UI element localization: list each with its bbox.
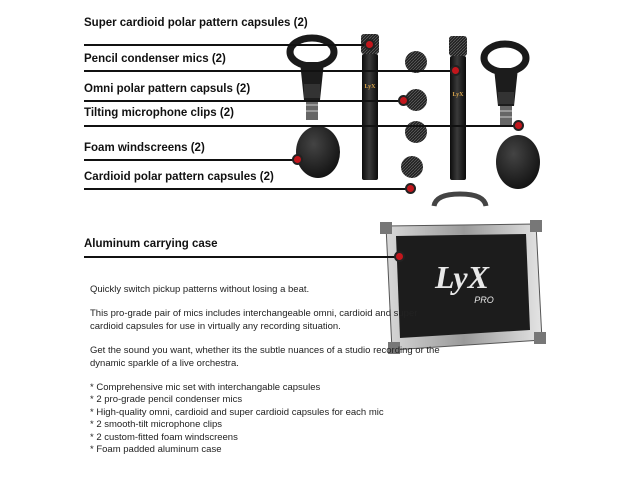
callout-dot bbox=[394, 251, 405, 262]
mic-clip-right bbox=[480, 40, 530, 126]
mic-brand-left: LyX bbox=[364, 84, 376, 90]
capsule-omni-a bbox=[405, 89, 427, 111]
callout-line bbox=[84, 70, 454, 72]
foam-windscreen-right bbox=[496, 135, 540, 189]
callout-dot bbox=[450, 65, 461, 76]
callout-dot bbox=[364, 39, 375, 50]
capsule-cardioid-a bbox=[401, 156, 423, 178]
feature-item: * 2 custom-fitted foam windscreens bbox=[90, 431, 238, 443]
callout-line bbox=[84, 44, 368, 46]
callout-dot bbox=[292, 154, 303, 165]
callout-windscreens: Foam windscreens (2) bbox=[84, 142, 205, 154]
feature-item: * High-quality omni, cardioid and super … bbox=[90, 406, 384, 418]
product-description: Quickly switch pickup patterns without l… bbox=[90, 284, 450, 456]
callout-dot bbox=[405, 183, 416, 194]
feature-item: * Foam padded aluminum case bbox=[90, 444, 222, 456]
capsule-super-cardioid-a bbox=[405, 51, 427, 73]
feature-list: * Comprehensive mic set with interchanga… bbox=[90, 382, 450, 456]
foam-windscreen-left bbox=[296, 126, 340, 178]
case-logo: LyX bbox=[434, 259, 490, 295]
callout-case: Aluminum carrying case bbox=[84, 238, 218, 250]
callout-line bbox=[84, 188, 410, 190]
callout-cardioid: Cardioid polar pattern capsules (2) bbox=[84, 171, 274, 183]
callout-line bbox=[84, 159, 296, 161]
mic-clip-left bbox=[286, 34, 338, 120]
case-logo-sub: PRO bbox=[474, 295, 494, 305]
callout-line bbox=[84, 256, 398, 258]
callout-omni: Omni polar pattern capsuls (2) bbox=[84, 83, 251, 95]
callout-dot bbox=[513, 120, 524, 131]
callout-pencil-mics: Pencil condenser mics (2) bbox=[84, 53, 226, 65]
mic-brand-right: LyX bbox=[452, 92, 464, 98]
callout-clips: Tilting microphone clips (2) bbox=[84, 107, 234, 119]
feature-item: * 2 smooth-tilt microphone clips bbox=[90, 419, 222, 431]
description-paragraph-2: Get the sound you want, whether its the … bbox=[90, 345, 440, 369]
tagline: Quickly switch pickup patterns without l… bbox=[90, 284, 310, 295]
pencil-mic-right: LyX bbox=[449, 36, 467, 180]
pencil-mic-left: LyX bbox=[361, 34, 379, 180]
aluminum-case: LyX PRO bbox=[380, 191, 546, 354]
feature-item: * Comprehensive mic set with interchanga… bbox=[90, 382, 321, 394]
callout-line bbox=[84, 125, 518, 127]
callout-line bbox=[84, 100, 402, 102]
feature-item: * 2 pro-grade pencil condenser mics bbox=[90, 394, 243, 406]
callout-super-cardioid: Super cardioid polar pattern capsules (2… bbox=[84, 17, 308, 29]
description-paragraph-1: This pro-grade pair of mics includes int… bbox=[90, 308, 418, 332]
callout-dot bbox=[398, 95, 409, 106]
